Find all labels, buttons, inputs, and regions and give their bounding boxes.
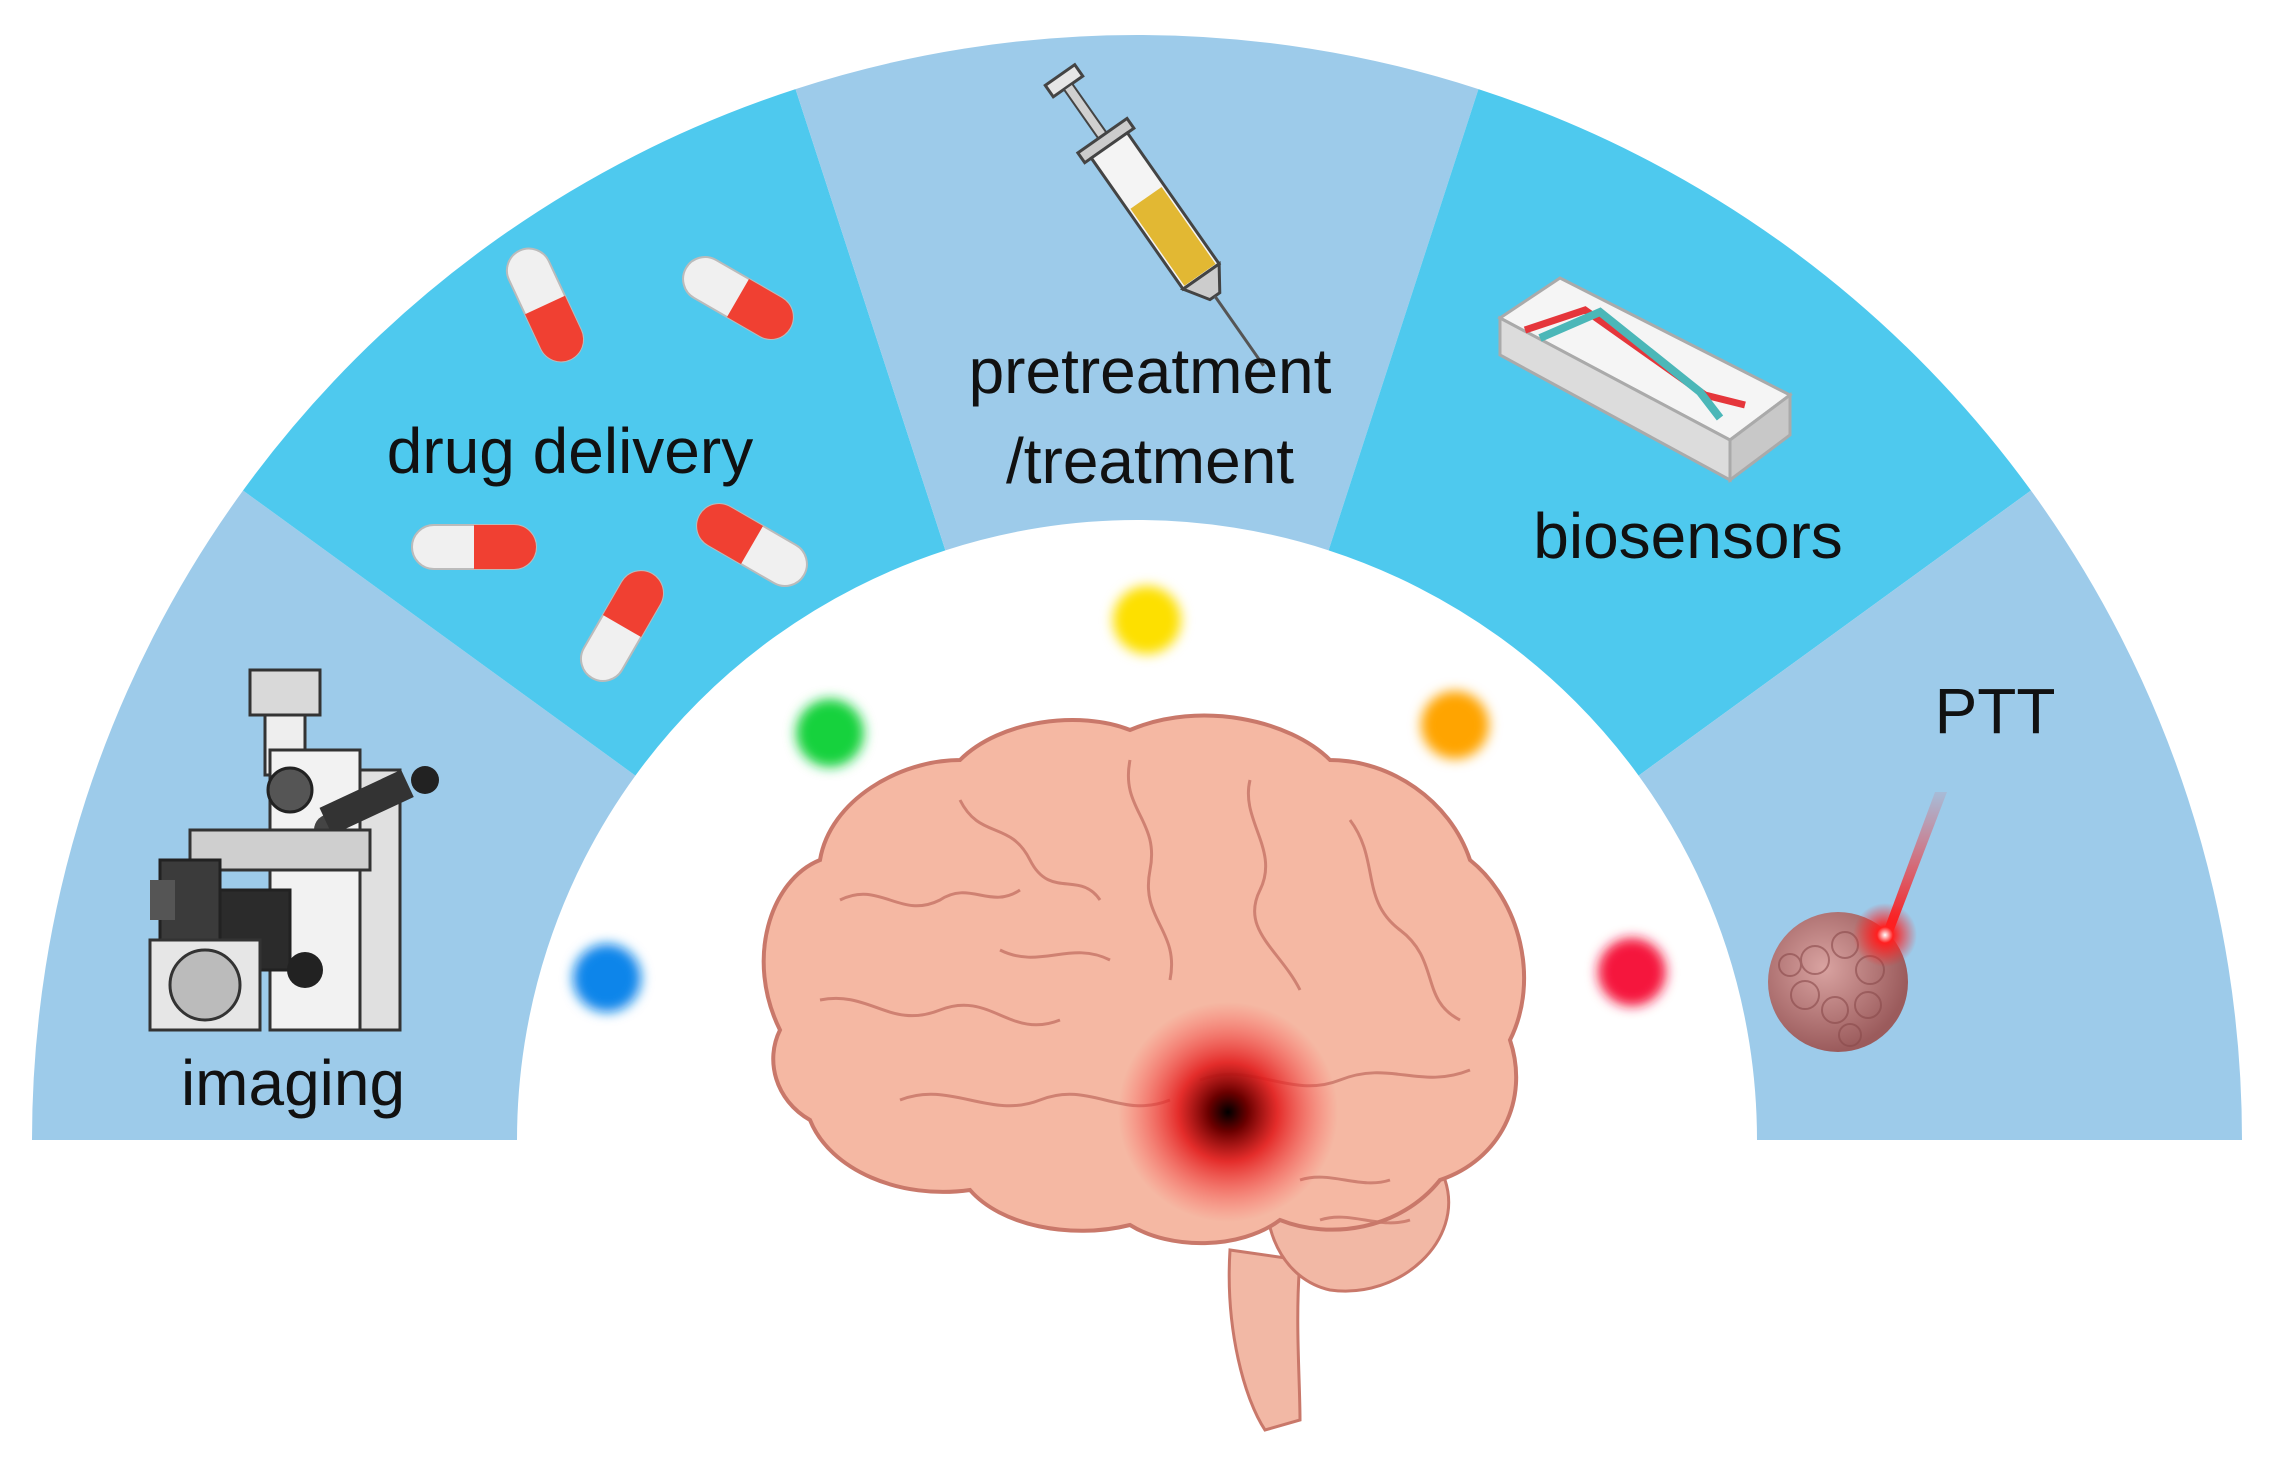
yellow-dot: [1113, 586, 1181, 654]
orange-dot: [1421, 691, 1489, 759]
microscope-icon: [148, 668, 439, 1032]
microfluidic-chip-icon: [1497, 276, 1793, 483]
label-pretreatment-line1: pretreatment: [969, 335, 1332, 407]
label-ptt: PTT: [1935, 675, 2056, 747]
brain-with-tumor-icon: [761, 713, 1527, 1432]
label-drug-delivery: drug delivery: [387, 415, 753, 487]
green-dot: [796, 699, 864, 767]
blue-dot: [573, 944, 641, 1012]
segment-drug-delivery: [243, 89, 946, 776]
label-pretreatment-line2: /treatment: [1006, 425, 1294, 497]
red-dot: [1598, 938, 1666, 1006]
color-dots: [573, 586, 1666, 1012]
labels: imaging drug delivery pretreatment /trea…: [181, 335, 2056, 1119]
label-imaging: imaging: [181, 1047, 405, 1119]
capsules-icon: [411, 247, 808, 682]
syringe-icon: [1043, 62, 1265, 367]
segment-pretreatment: [795, 34, 1479, 551]
label-biosensors: biosensors: [1533, 500, 1843, 572]
laser-tumor-icon: [1768, 792, 1947, 1052]
